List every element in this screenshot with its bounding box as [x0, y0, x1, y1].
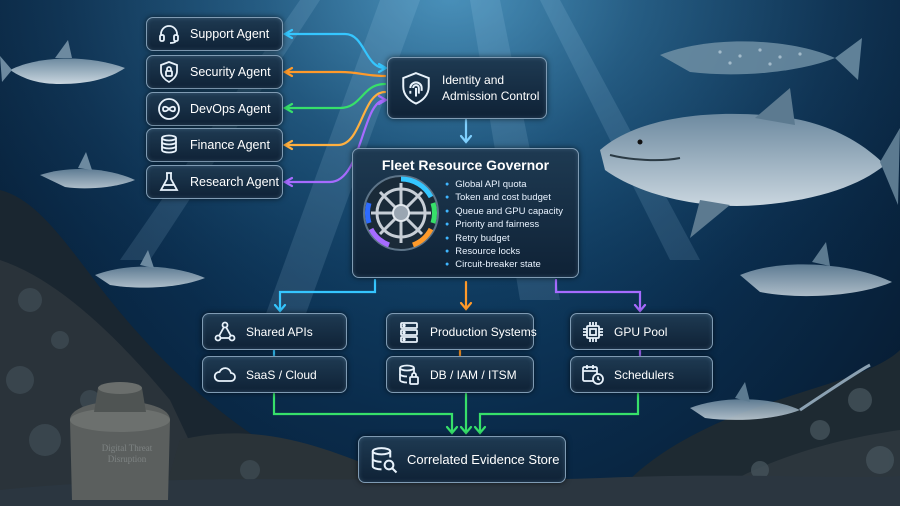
connector-gov-gpu: [554, 278, 642, 312]
shark-right-mid: [740, 242, 892, 297]
governor-item: Resource locks: [445, 246, 563, 259]
shark-right-low: [690, 363, 871, 420]
identity-label-line1: Identity and: [442, 73, 505, 87]
identity-admission-node[interactable]: Identity and Admission Control: [387, 57, 547, 119]
governor-item: Global API quota: [445, 179, 563, 192]
db-iam-itsm-node[interactable]: DB / IAM / ITSM: [386, 356, 534, 393]
governor-title: Fleet Resource Governor: [381, 157, 550, 173]
correlated-evidence-store-node[interactable]: Correlated Evidence Store: [358, 436, 566, 483]
fingerprint-shield-icon: [398, 70, 434, 106]
coin-stack-icon: [156, 132, 182, 158]
shark-left-mid: [40, 152, 135, 189]
great-white-shark: [600, 88, 900, 238]
saas-cloud-node[interactable]: SaaS / Cloud: [202, 356, 347, 393]
connector-research: [283, 98, 387, 184]
flask-icon: [156, 169, 182, 195]
connector-support: [283, 32, 387, 70]
chip-icon: [580, 319, 606, 345]
governor-capability-list: Global API quota Token and cost budget Q…: [445, 179, 563, 273]
gpu-pool-node[interactable]: GPU Pool: [570, 313, 713, 350]
fleet-resource-governor-node[interactable]: Fleet Resource Governor Global API quota…: [352, 148, 579, 278]
shark-left-top: [0, 40, 125, 84]
pillar-engraving: Digital Threat Disruption: [101, 443, 153, 464]
research-agent-node[interactable]: Research Agent: [146, 165, 283, 199]
shared-apis-node[interactable]: Shared APIs: [202, 313, 347, 350]
governor-item: Queue and GPU capacity: [445, 206, 563, 219]
stone-pillar: [70, 382, 170, 500]
security-agent-node[interactable]: Security Agent: [146, 55, 283, 89]
db-iam-itsm-label: DB / IAM / ITSM: [430, 367, 517, 382]
connector-sched-evidence: [478, 392, 640, 434]
connector-finance: [283, 90, 387, 147]
cloud-icon: [212, 362, 238, 388]
connector-devops: [283, 82, 387, 110]
devops-agent-label: DevOps Agent: [190, 102, 271, 116]
governor-item: Token and cost budget: [445, 192, 563, 205]
server-icon: [396, 319, 422, 345]
headset-icon: [156, 21, 182, 47]
support-agent-label: Support Agent: [190, 27, 270, 41]
governor-item: Circuit-breaker state: [445, 259, 563, 272]
ship-wheel-icon: [361, 173, 441, 258]
database-search-icon: [369, 445, 399, 475]
finance-agent-node[interactable]: Finance Agent: [146, 128, 283, 162]
shield-lock-icon: [156, 59, 182, 85]
whale-shark: [660, 38, 862, 80]
connector-gov-shared: [278, 278, 377, 312]
schedulers-node[interactable]: Schedulers: [570, 356, 713, 393]
research-agent-label: Research Agent: [190, 175, 279, 189]
shared-apis-label: Shared APIs: [246, 324, 313, 339]
shark-left-low: [95, 250, 205, 288]
identity-label-line2: Admission Control: [442, 89, 540, 103]
production-systems-node[interactable]: Production Systems: [386, 313, 537, 350]
governor-item: Retry budget: [445, 233, 563, 246]
infinity-loop-icon: [156, 96, 182, 122]
finance-agent-label: Finance Agent: [190, 138, 270, 152]
connector-saas-evidence: [272, 392, 454, 434]
schedulers-label: Schedulers: [614, 367, 675, 382]
calendar-clock-icon: [580, 362, 606, 388]
gpu-pool-label: GPU Pool: [614, 324, 668, 339]
security-agent-label: Security Agent: [190, 65, 271, 79]
saas-cloud-label: SaaS / Cloud: [246, 367, 317, 382]
connector-security: [283, 70, 387, 78]
production-systems-label: Production Systems: [430, 324, 537, 339]
governor-item: Priority and fairness: [445, 219, 563, 232]
database-lock-icon: [396, 362, 422, 388]
network-nodes-icon: [212, 319, 238, 345]
devops-agent-node[interactable]: DevOps Agent: [146, 92, 283, 126]
support-agent-node[interactable]: Support Agent: [146, 17, 283, 51]
evidence-store-label: Correlated Evidence Store: [407, 452, 560, 467]
